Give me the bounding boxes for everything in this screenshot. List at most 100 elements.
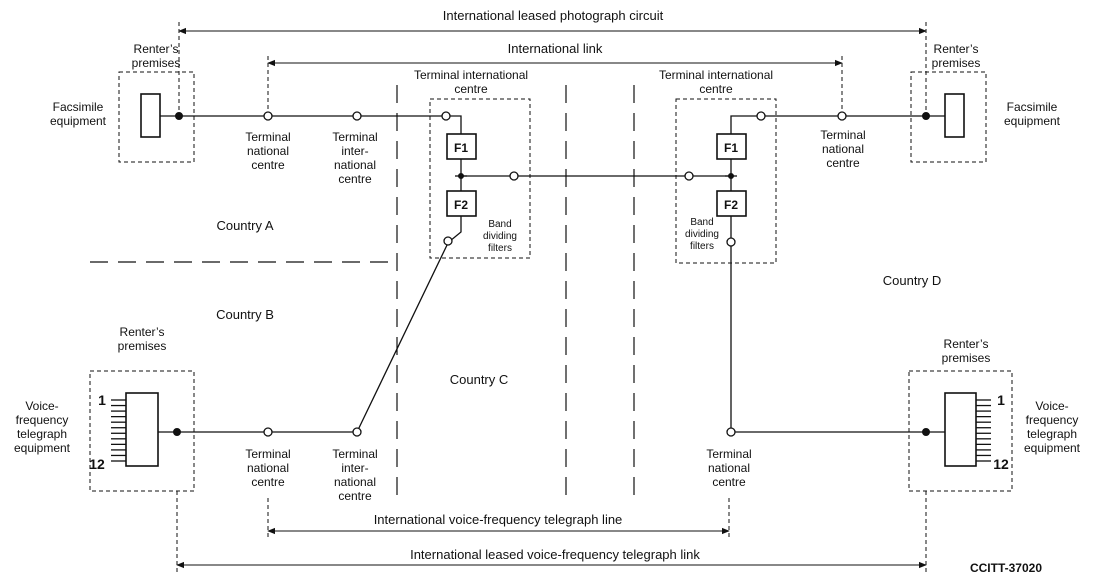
bdf-left-line2: dividing [483, 231, 517, 242]
premises-title-line1: Renter’s [934, 42, 979, 56]
node-renter-bottom-left [173, 428, 181, 436]
vf-line-label: International voice-frequency telegraph … [374, 512, 623, 527]
fax-label-right-line1: Facsimile [1007, 100, 1058, 114]
top-left-to-f1 [446, 115, 462, 134]
tnc-top-right-line3: centre [826, 156, 860, 170]
intl-link-label: International link [508, 41, 603, 56]
bdf-left-line3: filters [488, 243, 512, 254]
figure-reference: CCITT-37020 [970, 561, 1042, 574]
terminal-international-centre-right: Terminal international centre F1 F2 Band… [659, 68, 777, 264]
channel-pins-left [111, 399, 126, 462]
bdf-right-line2: dividing [685, 229, 719, 240]
premises-title-line2: premises [118, 339, 167, 353]
vf-telegraph-equipment-icon [944, 392, 977, 467]
tinter-bottom-left-line1: Terminal [332, 447, 377, 461]
renters-premises-bottom-left: Renter’s premises 1 12 [89, 325, 195, 492]
tinter-top-left-line1: Terminal [332, 130, 377, 144]
premises-boundary [89, 370, 195, 492]
vf-label-right-line3: telegraph [1027, 427, 1077, 441]
country-a-label: Country A [216, 218, 273, 233]
vf-telegraph-equipment-icon [125, 392, 159, 467]
facsimile-equipment-icon [140, 93, 161, 138]
node-tnc-bottom-left [263, 427, 273, 437]
vf-label-right-line4: equipment [1024, 441, 1081, 455]
premises-title-line2: premises [942, 351, 991, 365]
vf-link-label: International leased voice-frequency tel… [410, 547, 700, 562]
node-tinter-bottom-left [352, 427, 362, 437]
branch-left-diagonal [356, 242, 449, 433]
tic-left-title-line2: centre [454, 82, 488, 96]
premises-boundary [910, 71, 987, 163]
tnc-top-left-line3: centre [251, 158, 285, 172]
node-renter-top-right [922, 112, 930, 120]
tinter-bottom-left-line2: inter- [341, 461, 368, 475]
tinter-top-left-line4: centre [338, 172, 372, 186]
node-tnc-top-right [837, 111, 847, 121]
tnc-bottom-right-line1: Terminal [706, 447, 751, 461]
premises-title-line2: premises [932, 56, 981, 70]
premises-title-line1: Renter’s [120, 325, 165, 339]
channel-pins-right [976, 399, 991, 462]
node-f2-port-right [726, 237, 736, 247]
node-tinter-top-left [352, 111, 362, 121]
node-bus-right [728, 173, 734, 179]
country-c-label: Country C [450, 372, 509, 387]
node-f2-port-left [443, 236, 453, 246]
country-d-label: Country D [883, 273, 942, 288]
tic-right-title-line2: centre [699, 82, 733, 96]
fax-label-left-line2: equipment [50, 114, 107, 128]
vf-label-left-line4: equipment [14, 441, 71, 455]
vf-label-left-line2: frequency [16, 413, 69, 427]
photo-circuit-label: International leased photograph circuit [443, 8, 664, 23]
premises-boundary [908, 370, 1013, 492]
f2-to-port-left [449, 216, 462, 242]
vf-label-right-line2: frequency [1026, 413, 1079, 427]
filter-f2-right [716, 190, 747, 217]
node-tic-top-left [441, 111, 451, 121]
node-tnc-bottom-right [726, 427, 736, 437]
terminal-international-centre-left: Terminal international centre F1 F2 Band… [414, 68, 531, 259]
tinter-bottom-left-line3: national [334, 475, 376, 489]
premises-title-line2: premises [132, 56, 181, 70]
tnc-top-left-line1: Terminal [245, 130, 290, 144]
tnc-top-right-line1: Terminal [820, 128, 865, 142]
channel-last-right: 12 [993, 456, 1009, 472]
node-tic-top-right [756, 111, 766, 121]
bdf-left-line1: Band [488, 219, 511, 230]
node-bus-left [458, 173, 464, 179]
tinter-top-left-line3: national [334, 158, 376, 172]
channel-first-right: 1 [997, 392, 1005, 408]
tic-right-title-line1: Terminal international [659, 68, 773, 82]
tnc-bottom-right-line3: centre [712, 475, 746, 489]
renters-premises-top-left: Renter’s premises [118, 42, 195, 163]
node-renter-top-left [175, 112, 183, 120]
tic-right-boundary [675, 98, 777, 264]
tic-left-boundary [429, 98, 531, 259]
premises-title-line1: Renter’s [134, 42, 179, 56]
top-right-to-f1 [730, 115, 761, 134]
vf-label-left-line1: Voice- [25, 399, 58, 413]
fax-label-left-line1: Facsimile [53, 100, 104, 114]
node-tnc-top-left [263, 111, 273, 121]
tnc-bottom-left-line2: national [247, 461, 289, 475]
channel-last-left: 12 [89, 456, 105, 472]
vf-label-right-line1: Voice- [1035, 399, 1068, 413]
fax-label-right-line2: equipment [1004, 114, 1061, 128]
bdf-right-line3: filters [690, 241, 714, 252]
bdf-right-line1: Band [690, 217, 713, 228]
premises-boundary [118, 71, 195, 163]
node-cross-left [509, 171, 519, 181]
node-cross-right [684, 171, 694, 181]
tnc-top-left-line2: national [247, 144, 289, 158]
facsimile-equipment-icon [944, 93, 965, 138]
filter-f2-left-label: F2 [454, 198, 468, 212]
renters-premises-top-right: Renter’s premises [910, 42, 987, 163]
tnc-bottom-left-line1: Terminal [245, 447, 290, 461]
filter-f2-right-label: F2 [724, 198, 738, 212]
renters-premises-bottom-right: Renter’s premises 1 12 [908, 337, 1013, 492]
vf-label-left-line3: telegraph [17, 427, 67, 441]
channel-first-left: 1 [98, 392, 106, 408]
node-renter-bottom-right [922, 428, 930, 436]
premises-title-line1: Renter’s [944, 337, 989, 351]
